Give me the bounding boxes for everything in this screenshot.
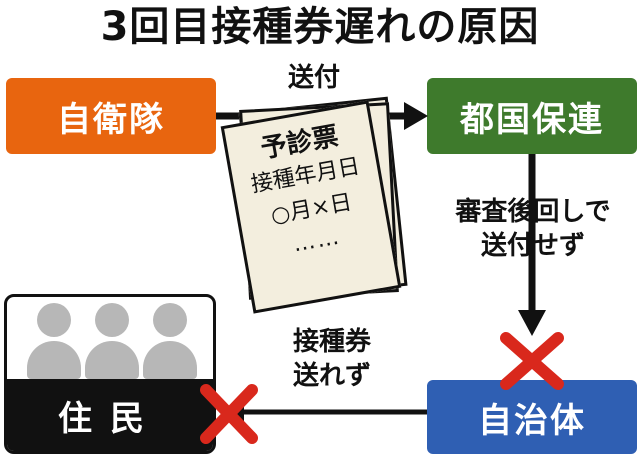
person-icon xyxy=(85,303,139,379)
person-icon xyxy=(143,303,197,379)
cross-icon xyxy=(200,384,258,444)
label-send: 送付 xyxy=(287,63,340,93)
residents-label: 住民 xyxy=(7,379,213,451)
cross-icon xyxy=(500,332,564,390)
node-residents: 住民 xyxy=(4,294,216,454)
label-not-sent-1: 接種券 xyxy=(292,327,371,357)
label-not-sent-2: 送れず xyxy=(292,361,371,391)
label-delay-1: 審査後回しで xyxy=(455,197,611,227)
arrow-icon xyxy=(518,154,546,336)
node-sdf: 自衛隊 xyxy=(6,78,216,154)
person-icon xyxy=(27,303,81,379)
node-hoken: 都国保連 xyxy=(427,78,637,154)
node-jichitai: 自治体 xyxy=(427,380,637,454)
label-delay-2: 送付せず xyxy=(480,231,585,261)
diagram-title: 3回目接種券遅れの原因 xyxy=(100,4,540,50)
